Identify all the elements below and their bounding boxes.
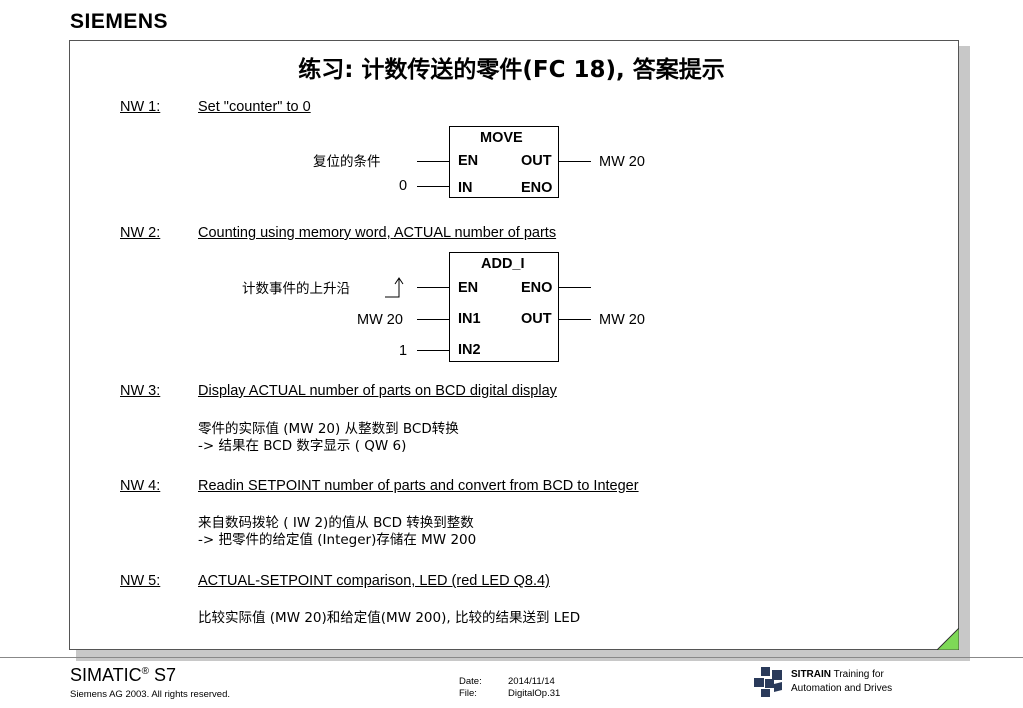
date-value: 2014/11/14: [508, 676, 555, 687]
sitrain-line2: Automation and Drives: [791, 683, 893, 694]
add-i-eno-wire: [559, 287, 591, 288]
file-value: DigitalOp.31: [508, 688, 561, 699]
add-i-in1-input: MW 20: [357, 312, 403, 328]
add-i-out-output: MW 20: [599, 312, 645, 328]
rising-edge-icon: [385, 277, 404, 298]
nw3-note-line2: -> 结果在 BCD 数字显示 ( QW 6): [198, 438, 407, 454]
nw4-description: Readin SETPOINT number of parts and conv…: [198, 478, 639, 494]
copyright: Siemens AG 2003. All rights reserved.: [70, 689, 230, 700]
footer-divider: [0, 657, 1023, 658]
nw4-label: NW 4:: [120, 478, 161, 494]
nw3-description: Display ACTUAL number of parts on BCD di…: [198, 383, 557, 399]
add-i-in1-wire: [417, 319, 449, 320]
move-in-wire: [417, 186, 449, 187]
move-eno-pin: ENO: [521, 180, 553, 196]
add-i-en-input: 计数事件的上升沿: [242, 281, 350, 297]
add-i-out-pin: OUT: [521, 311, 552, 327]
add-i-in2-pin: IN2: [458, 342, 481, 358]
nw3-note-line1: 零件的实际值 (MW 20) 从整数到 BCD转换: [198, 421, 459, 437]
sitrain-line1: SITRAIN Training for: [791, 669, 884, 680]
nw5-description: ACTUAL-SETPOINT comparison, LED (red LED…: [198, 573, 550, 589]
add-i-in2-input: 1: [399, 343, 408, 359]
file-label: File:: [459, 688, 477, 699]
nw2-label: NW 2:: [120, 225, 161, 241]
nw1-description: Set "counter" to 0: [198, 99, 311, 115]
add-i-en-wire: [417, 287, 449, 288]
move-out-wire: [559, 161, 591, 162]
move-en-pin: EN: [458, 153, 479, 169]
nw4-note-line2: -> 把零件的给定值 (Integer)存储在 MW 200: [198, 532, 477, 548]
date-label: Date:: [459, 676, 482, 687]
nw2-description: Counting using memory word, ACTUAL numbe…: [198, 225, 557, 241]
move-block-title: MOVE: [480, 130, 523, 146]
nw4-note-line1: 来自数码拨轮 ( IW 2)的值从 BCD 转换到整数: [198, 515, 474, 531]
add-i-eno-pin: ENO: [521, 280, 553, 296]
product-name: SIMATIC® S7: [70, 665, 177, 685]
move-en-wire: [417, 161, 449, 162]
nw1-label: NW 1:: [120, 99, 161, 115]
page-curl-corner: [937, 628, 959, 650]
add-i-in2-wire: [417, 350, 449, 351]
move-out-output: MW 20: [599, 154, 645, 170]
move-block: [449, 126, 559, 198]
add-i-en-pin: EN: [458, 280, 479, 296]
page-title: 练习: 计数传送的零件(FC 18), 答案提示: [298, 57, 725, 83]
add-i-block: [449, 252, 559, 362]
move-en-input: 复位的条件: [313, 154, 381, 170]
move-in-pin: IN: [458, 180, 473, 196]
siemens-logo: SIEMENS: [70, 10, 169, 33]
sitrain-logo-icon: [754, 667, 782, 697]
nw3-label: NW 3:: [120, 383, 161, 399]
move-out-pin: OUT: [521, 153, 552, 169]
move-in-input: 0: [399, 178, 408, 194]
nw5-note-line1: 比较实际值 (MW 20)和给定值(MW 200), 比较的结果送到 LED: [198, 610, 581, 626]
add-i-out-wire: [559, 319, 591, 320]
add-i-in1-pin: IN1: [458, 311, 481, 327]
nw5-label: NW 5:: [120, 573, 161, 589]
add-i-block-title: ADD_I: [481, 256, 525, 272]
